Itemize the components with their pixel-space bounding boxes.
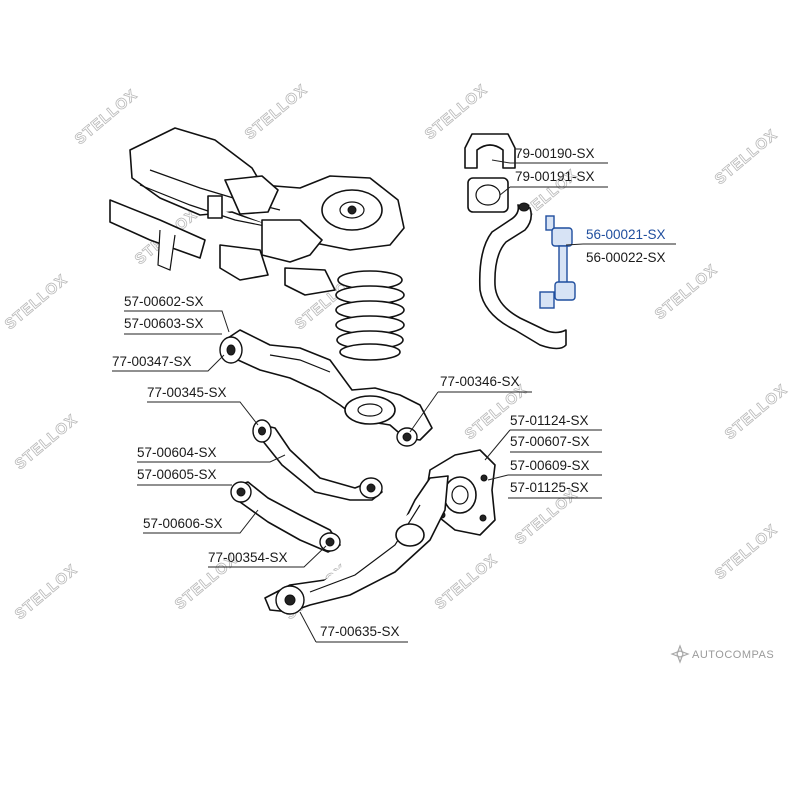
subframe <box>109 127 405 296</box>
stabilizer-bar <box>478 202 567 350</box>
upper-lateral-link <box>252 419 383 501</box>
part-label-57-00603-sx[interactable]: 57-00603-SX <box>124 316 204 331</box>
part-label-57-01125-sx[interactable]: 57-01125-SX <box>510 480 589 495</box>
part-label-77-00346-sx[interactable]: 77-00346-SX <box>440 374 520 389</box>
part-label-77-00347-sx[interactable]: 77-00347-SX <box>112 354 192 369</box>
coil-spring <box>335 270 405 361</box>
part-label-57-00604-sx[interactable]: 57-00604-SX <box>137 445 217 460</box>
part-label-79-00190-sx[interactable]: 79-00190-SX <box>515 146 595 161</box>
watermark-text: STELLOX <box>2 271 71 333</box>
watermark-text: STELLOX <box>722 381 791 443</box>
watermark-text: STELLOX <box>242 81 311 143</box>
stabilizer-bushing <box>464 133 516 213</box>
stabilizer-link <box>539 215 576 309</box>
watermark-text: STELLOX <box>72 86 141 148</box>
watermark-text: STELLOX <box>512 486 581 548</box>
watermark-text: STELLOX <box>12 411 81 473</box>
compass-icon <box>670 644 690 664</box>
part-label-79-00191-sx[interactable]: 79-00191-SX <box>515 169 595 184</box>
part-label-77-00345-sx[interactable]: 77-00345-SX <box>147 385 227 400</box>
part-label-56-00022-sx[interactable]: 56-00022-SX <box>586 250 666 265</box>
watermark-text: STELLOX <box>432 551 501 613</box>
watermark-text: STELLOX <box>712 521 781 583</box>
watermark-text: STELLOX <box>712 126 781 188</box>
part-label-57-00605-sx[interactable]: 57-00605-SX <box>137 467 217 482</box>
upper-control-arm <box>219 329 433 447</box>
footer-brand-text: AUTOCOMPAS <box>692 649 774 661</box>
part-label-57-00607-sx[interactable]: 57-00607-SX <box>510 434 590 449</box>
part-label-57-00606-sx[interactable]: 57-00606-SX <box>143 516 223 531</box>
part-label-56-00021-sx[interactable]: 56-00021-SX <box>586 227 666 242</box>
part-label-77-00635-sx[interactable]: 77-00635-SX <box>320 624 400 639</box>
part-labels: 79-00190-SX 79-00191-SX 56-00021-SX 56-0… <box>112 146 666 639</box>
part-label-57-01124-sx[interactable]: 57-01124-SX <box>510 413 589 428</box>
part-label-57-00602-sx[interactable]: 57-00602-SX <box>124 294 204 309</box>
footer-logo: AUTOCOMPAS <box>670 644 774 664</box>
watermark-text: STELLOX <box>12 561 81 623</box>
leader-lines <box>112 159 676 643</box>
part-label-77-00354-sx[interactable]: 77-00354-SX <box>208 550 288 565</box>
watermark-text: STELLOX <box>652 261 721 323</box>
part-label-57-00609-sx[interactable]: 57-00609-SX <box>510 458 590 473</box>
trailing-arm <box>264 475 449 615</box>
